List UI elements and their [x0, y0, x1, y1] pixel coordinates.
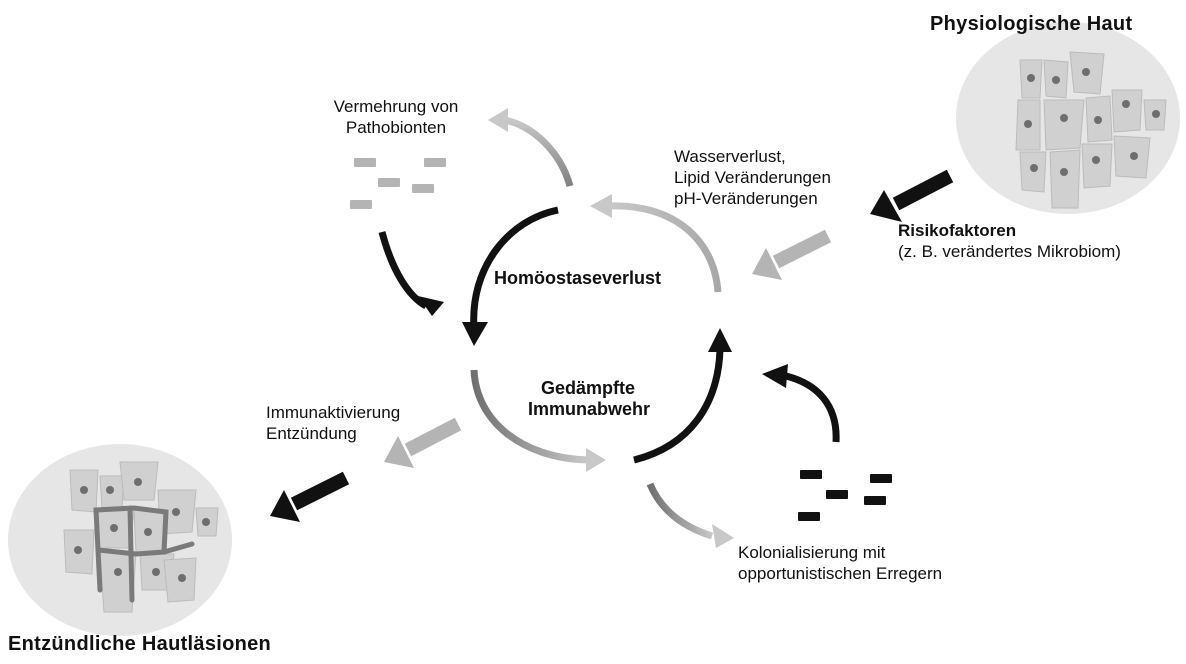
- arrowhead: [870, 190, 902, 222]
- arrow-cycle-right-black: [633, 349, 724, 464]
- arrow-cycle-top-grey: [609, 202, 722, 293]
- arrow-to-colonisation: [646, 482, 714, 540]
- arrow-risk-grey: [772, 229, 832, 269]
- label-homeostasis-loss: Homöostaseverlust: [494, 268, 662, 288]
- pathogen: [864, 496, 886, 505]
- arrow-cycle-left-black: [470, 206, 559, 329]
- arrow-inflammation-grey: [404, 417, 462, 457]
- title-physiological-skin: Physiologische Haut: [930, 13, 1133, 35]
- label-colonisation-line2: opportunistischen Erregern: [738, 564, 943, 583]
- arrow-pathogens-to-cycle: [785, 372, 840, 443]
- arrowhead: [708, 328, 732, 352]
- label-immune-activation: Immunaktivierung Entzündung: [266, 402, 400, 444]
- pathobiont-arrows: [378, 108, 574, 316]
- label-pathobiont-increase: Vermehrung von Pathobionten: [316, 96, 476, 138]
- inflammation-arrows: [270, 417, 462, 522]
- pathogen: [798, 512, 820, 521]
- arrowhead: [270, 490, 300, 522]
- pathobiont: [350, 200, 372, 209]
- label-water-line3: pH-Veränderungen: [674, 189, 818, 208]
- pathogen-arrows: [646, 364, 840, 548]
- pathogen: [800, 470, 822, 479]
- arrowhead: [590, 194, 612, 218]
- label-colonisation: Kolonialisierung mit opportunistischen E…: [738, 542, 942, 584]
- pathogens-group: [798, 470, 892, 521]
- arrow-to-pathobionts: [503, 116, 574, 188]
- pathobiont: [354, 158, 376, 167]
- arrowhead: [488, 108, 508, 132]
- label-pathobiont-line2: Pathobionten: [345, 118, 447, 137]
- pathogen: [826, 490, 848, 499]
- arrowhead: [462, 322, 488, 346]
- arrow-inflammation-black: [290, 471, 350, 511]
- label-risk-line2: (z. B. verändertes Mikrobiom): [898, 242, 1121, 261]
- label-colonisation-line1: Kolonialisierung mit: [738, 543, 886, 562]
- arrow-cycle-bottom-grey: [470, 369, 589, 464]
- pathobionts-group: [350, 158, 446, 209]
- risk-arrows: [752, 169, 954, 280]
- label-dampened-immunity: Gedämpfte Immunabwehr: [528, 378, 651, 420]
- pathobiont: [424, 158, 446, 167]
- label-water-line1: Wasserverlust,: [674, 147, 786, 166]
- label-water-lipid-ph: Wasserverlust, Lipid Veränderungen pH-Ve…: [674, 146, 831, 209]
- label-risk-factors: Risikofaktoren (z. B. verändertes Mikrob…: [898, 220, 1121, 262]
- label-water-line2: Lipid Veränderungen: [674, 168, 831, 187]
- title-inflamed-lesions: Entzündliche Hautläsionen: [8, 633, 272, 655]
- cycle-arrows: [462, 194, 732, 472]
- label-immune-line1: Immunaktivierung: [266, 403, 401, 422]
- arrowhead: [712, 524, 734, 548]
- label-immune-line2: Entzündung: [266, 424, 357, 443]
- label-dampened-line2: Immunabwehr: [528, 399, 651, 419]
- arrowhead: [384, 436, 414, 468]
- label-risk-line1: Risikofaktoren: [898, 221, 1017, 240]
- label-dampened-line1: Gedämpfte: [540, 378, 636, 398]
- arrowhead: [586, 448, 606, 472]
- arrow-pathobionts-to-cycle: [378, 231, 428, 310]
- pathobiont: [378, 178, 400, 187]
- pathogen: [870, 474, 892, 483]
- label-pathobiont-line1: Vermehrung von: [333, 97, 459, 116]
- arrowhead: [762, 364, 788, 388]
- inflamed-skin-illustration: [8, 444, 232, 636]
- arrowhead: [752, 248, 782, 280]
- arrowhead: [418, 296, 444, 316]
- arrow-risk-black: [892, 169, 954, 211]
- pathobiont: [412, 184, 434, 193]
- physiological-skin-illustration: [956, 22, 1180, 214]
